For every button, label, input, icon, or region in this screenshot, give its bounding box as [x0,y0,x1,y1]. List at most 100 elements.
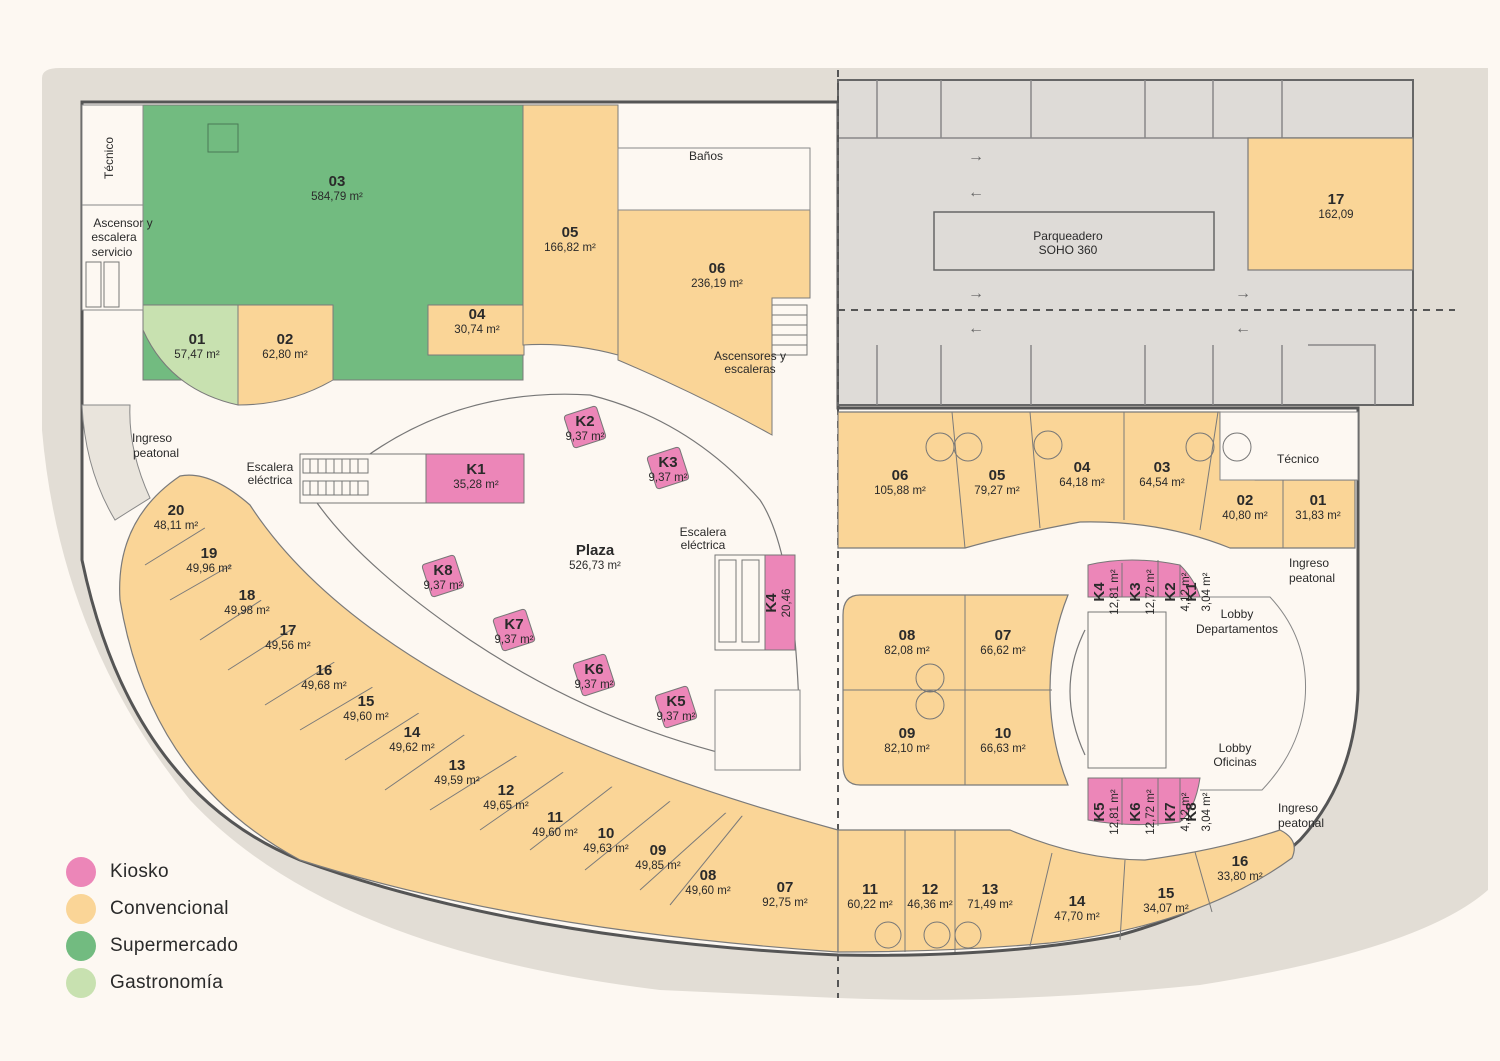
kiosk-k7-shape[interactable] [492,608,536,652]
east-unit-08-label-area: 82,08 m² [884,645,930,657]
legend: Kiosko Convencional Supermercado Gastron… [66,853,238,1001]
label-ingreso-se-2: peatonal [1278,816,1324,830]
kiosk-k7-label[interactable]: K79,37 m² [495,616,534,646]
east-kiosk-K1-label-area: 3,04 m² [1201,572,1213,611]
kiosk-k5-shape[interactable] [654,685,698,729]
arc-unit-10-label-number: 10 [598,825,615,842]
label-ascensor-3: servicio [92,245,133,259]
east-unit-02-label-number: 02 [1237,492,1254,509]
spiral-stairs-bottom [874,921,982,949]
unit-06-shape[interactable] [617,209,811,436]
plaza-label-area: 526,73 m² [569,560,621,572]
east-unit-13-label-area: 71,49 m² [967,899,1013,911]
kiosk-k6-shape[interactable] [572,653,616,697]
arc-unit-09-label-number: 09 [650,842,667,859]
kiosk-k2-shape[interactable] [563,405,607,449]
kiosk-k3-shape[interactable] [646,446,690,490]
label-ingreso-ne-2: peatonal [1289,571,1335,585]
legend-item-gastronomia: Gastronomía [66,964,238,1001]
arc-unit-17-label-area: 49,56 m² [265,640,311,652]
kiosk-k8-label[interactable]: K89,37 m² [424,562,463,592]
arc-unit-12-label-number: 12 [498,782,515,799]
k4-shape[interactable] [764,554,796,651]
kiosk-k6-label[interactable]: K69,37 m² [575,661,614,691]
unit-04-label-number: 04 [469,306,486,323]
tecnico-e-area [1219,411,1359,481]
label-escalera-w-2: eléctrica [248,473,293,487]
unit-02-shape[interactable] [237,304,334,406]
label-escalera-w-1: Escalera [247,460,294,474]
east-kiosk-K2-label-area: 4,12 m² [1180,572,1192,611]
east-bottom-dividers [904,830,1213,952]
kiosk-k2-label[interactable]: K29,37 m² [566,413,605,443]
unit-04-shape[interactable] [427,304,525,356]
east-unit-12-label-area: 46,36 m² [907,899,953,911]
label-parqueadero-2: SOHO 360 [1039,243,1098,257]
label-escalera-e-2: eléctrica [681,538,726,552]
unit-17-shape[interactable] [1247,137,1414,271]
unit-17-label-area: 162,09 [1318,209,1353,221]
kiosk-k2-label-area: 9,37 m² [566,431,605,443]
kiosk-k8-shape[interactable] [421,554,465,598]
arc-unit-16-label-area: 49,68 m² [301,680,347,692]
kiosk-k5-label-number: K5 [666,693,685,710]
escalator-east [714,554,766,651]
kiosk-k3-label[interactable]: K39,37 m² [649,454,688,484]
escalator-west [299,453,427,504]
east-unit-03-label-number: 03 [1154,459,1171,476]
kiosk-k5-label[interactable]: K59,37 m² [657,693,696,723]
banos-area [617,147,811,211]
east-unit-14-label-area: 47,70 m² [1054,911,1100,923]
east-kiosks-bottom-shape[interactable] [1087,777,1201,826]
